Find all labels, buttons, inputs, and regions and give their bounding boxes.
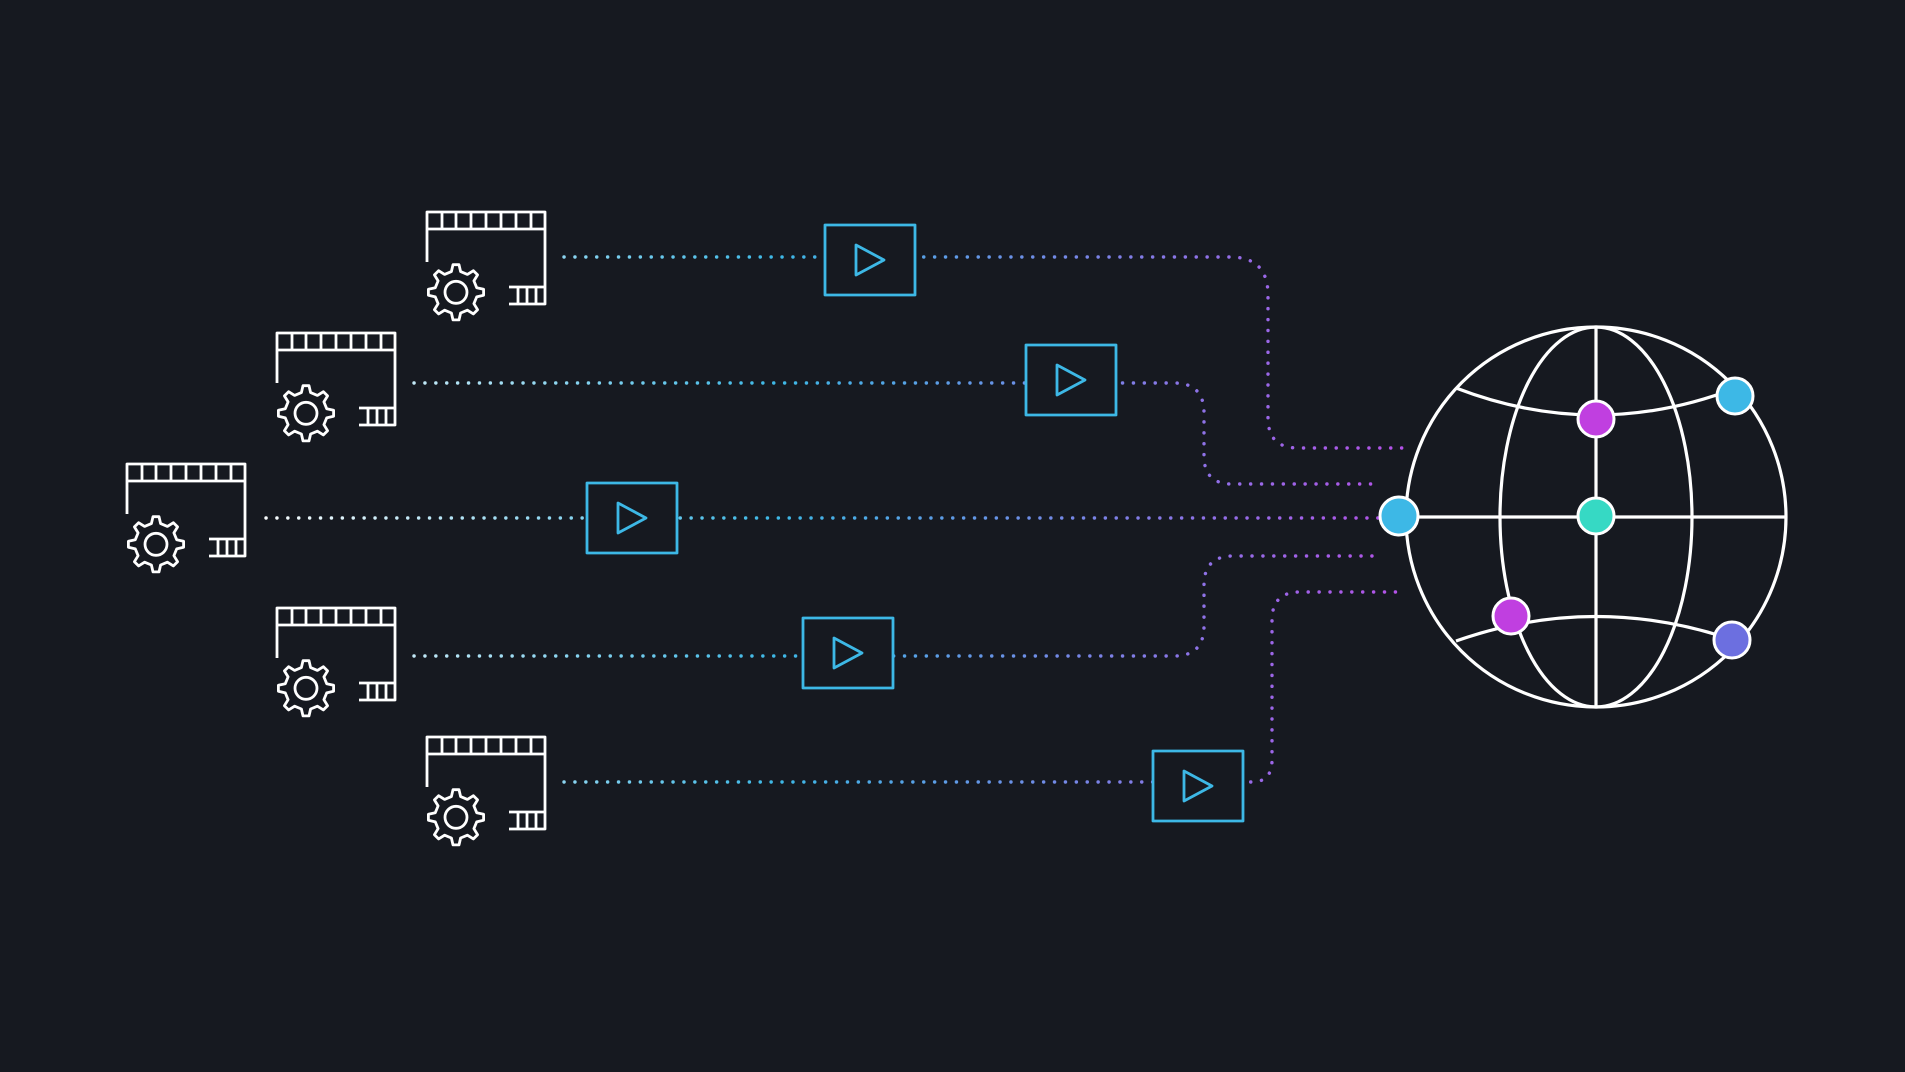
video-editor-gear-icon [275,331,397,443]
source-video-editor-2 [275,331,397,443]
connection-path-5 [562,590,1404,784]
globe-node-bottom-left [1491,596,1531,636]
globe-node-bottom-right [1712,620,1752,660]
source-video-editor-1 [425,210,547,322]
stream-play-box-4 [801,616,895,690]
globe-lower-latitude [1455,614,1737,643]
source-video-editor-4 [275,606,397,718]
connection-path-1 [562,255,1404,450]
globe-node-left [1378,495,1420,537]
source-video-editor-5 [425,735,547,847]
globe-node-top-right [1715,376,1755,416]
source-video-editor-3 [125,462,247,574]
connection-path-4 [412,554,1382,658]
video-editor-gear-icon [275,606,397,718]
video-editor-gear-icon [425,210,547,322]
stream-play-box-3 [585,481,679,555]
video-editor-gear-icon [425,735,547,847]
globe-node-top-center [1576,399,1616,439]
stream-play-box-1 [823,223,917,297]
globe-node-center [1576,496,1616,536]
stream-play-box-2 [1024,343,1118,417]
video-editor-gear-icon [125,462,247,574]
stream-play-box-5 [1151,749,1245,823]
connection-path-2 [412,381,1382,486]
